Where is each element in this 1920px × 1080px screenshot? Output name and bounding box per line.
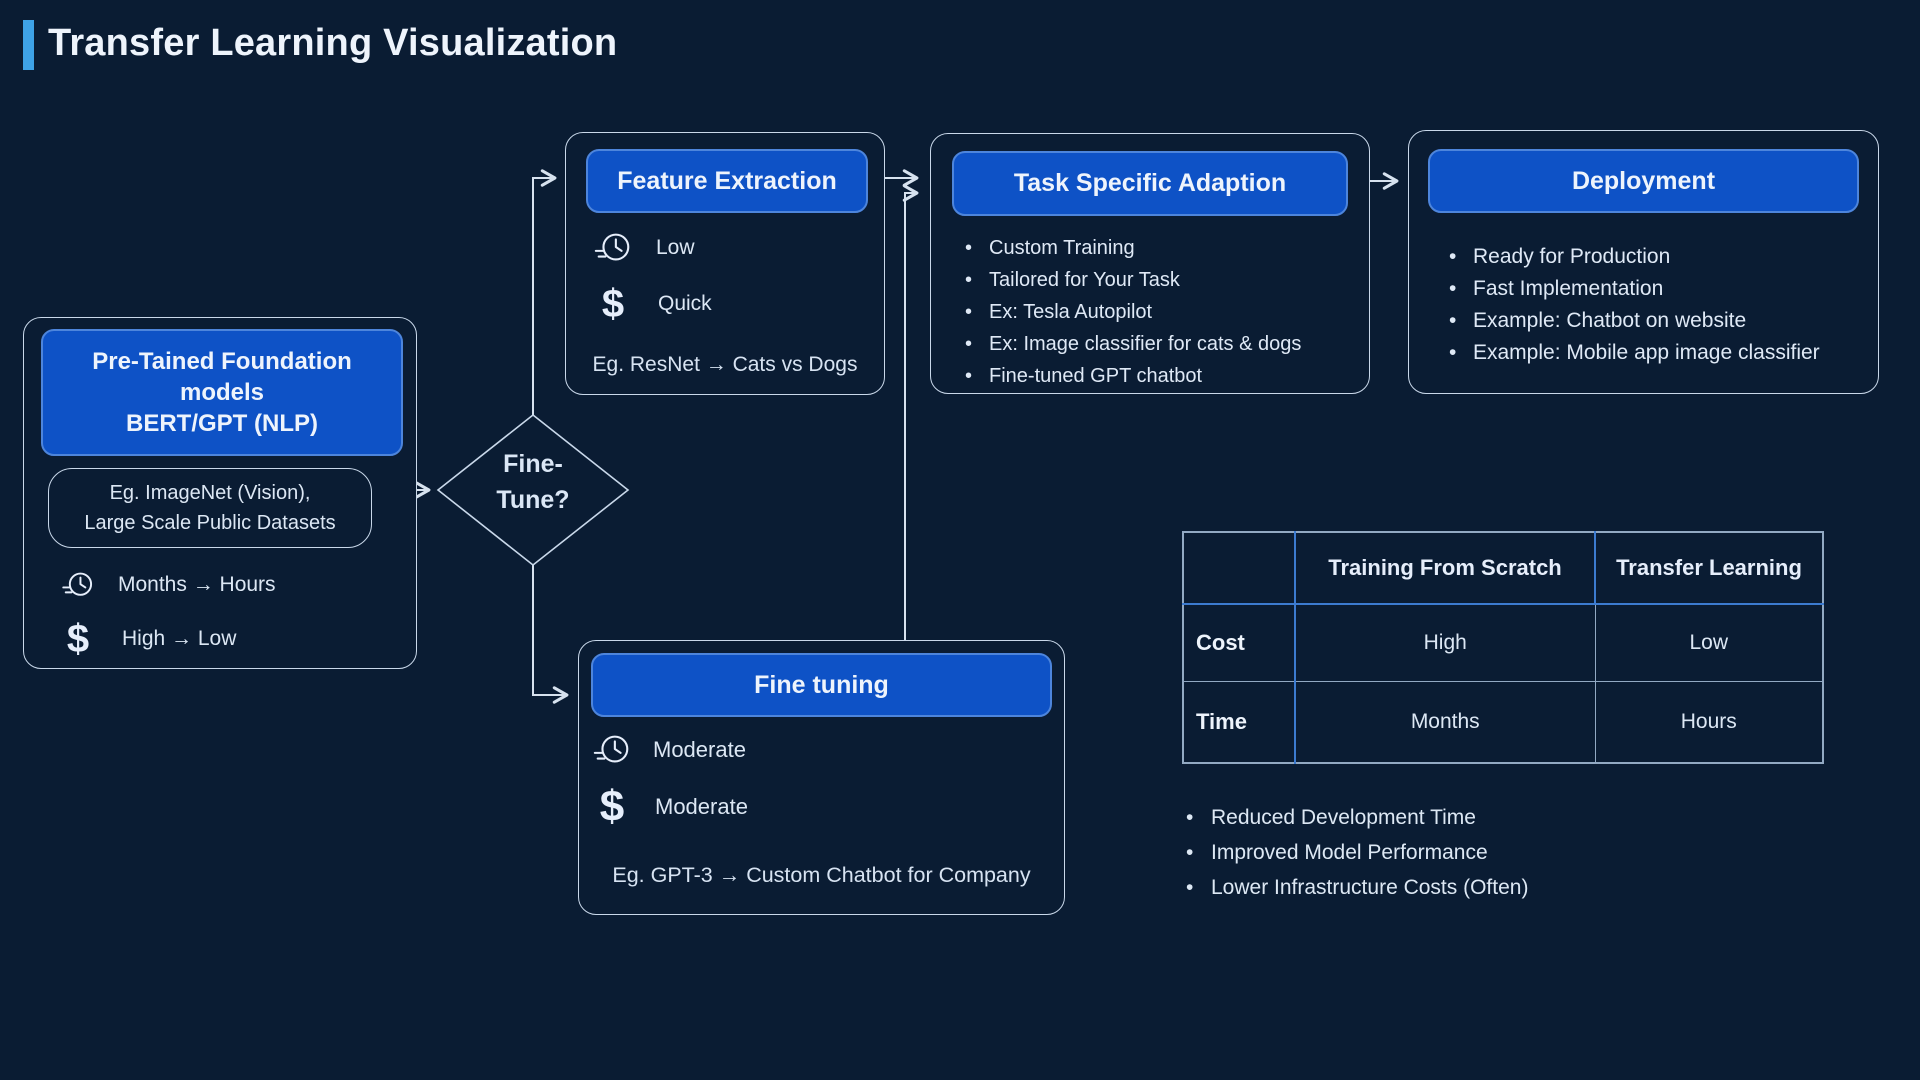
dollar-icon: $ xyxy=(601,282,625,326)
list-item: Tailored for Your Task xyxy=(963,264,1301,296)
fine-tuning-time-row: Moderate xyxy=(591,727,746,773)
list-item: Ready for Production xyxy=(1447,241,1820,273)
clock-fast-icon xyxy=(60,568,96,602)
table-cell: Hours xyxy=(1594,680,1824,764)
table-header-empty xyxy=(1182,531,1296,605)
clock-fast-icon xyxy=(591,730,633,770)
fine-tuning-time-label: Moderate xyxy=(653,737,746,762)
feature-extraction-time-label: Low xyxy=(656,236,695,259)
list-item: Ex: Tesla Autopilot xyxy=(963,296,1301,328)
feature-extraction-example: Eg. ResNet → Cats vs Dogs xyxy=(592,353,858,376)
fine-tuning-title: Fine tuning xyxy=(754,670,889,699)
pretrained-example-line1: Eg. ImageNet (Vision), xyxy=(109,482,311,504)
pretrained-example-line2: Large Scale Public Datasets xyxy=(84,512,336,534)
list-item: Example: Chatbot on website xyxy=(1447,305,1820,337)
feature-extraction-cost-label: Quick xyxy=(658,292,712,315)
deployment-bullet-list: Ready for Production Fast Implementation… xyxy=(1447,241,1820,369)
pretrained-header-line2: models xyxy=(179,378,265,406)
page-title: Transfer Learning Visualization xyxy=(48,22,618,64)
feature-extraction-time-row: Low xyxy=(592,225,695,271)
list-item: Reduced Development Time xyxy=(1183,800,1528,835)
feature-extraction-header: Feature Extraction xyxy=(586,149,868,213)
pretrained-time-row: Months → Hours xyxy=(60,564,276,606)
table-header-transfer-learning: Transfer Learning xyxy=(1594,531,1824,605)
table-cell-cost-label: Cost xyxy=(1182,603,1296,682)
deployment-title: Deployment xyxy=(1571,166,1716,195)
fine-tuning-cost-label: Moderate xyxy=(655,794,748,819)
pretrained-cost-label: High → Low xyxy=(122,627,237,650)
list-item: Fine-tuned GPT chatbot xyxy=(963,360,1301,392)
decision-label-line2: Tune? xyxy=(496,486,570,514)
pretrained-box: Pre-Tained Foundation models BERT/GPT (N… xyxy=(23,317,417,669)
pretrained-header: Pre-Tained Foundation models BERT/GPT (N… xyxy=(41,329,403,456)
pretrained-example-box: Eg. ImageNet (Vision), Large Scale Publi… xyxy=(48,468,372,548)
deployment-box: Deployment Ready for Production Fast Imp… xyxy=(1408,130,1879,394)
decision-diamond-shape xyxy=(436,413,630,567)
table-cell: Low xyxy=(1594,603,1824,682)
table-cell: Months xyxy=(1294,680,1596,764)
feature-extraction-title: Feature Extraction xyxy=(617,166,837,195)
pretrained-cost-row: $ High → Low xyxy=(60,616,237,662)
decision-diamond: Fine- Tune? xyxy=(438,446,628,518)
fine-tuning-header: Fine tuning xyxy=(591,653,1052,717)
table-cell-time-label: Time xyxy=(1182,680,1296,764)
fine-tuning-cost-row: $ Moderate xyxy=(595,781,748,833)
list-item: Improved Model Performance xyxy=(1183,835,1528,870)
pretrained-header-line1: Pre-Tained Foundation xyxy=(92,347,352,375)
dollar-icon: $ xyxy=(599,782,625,831)
comparison-table: Training From Scratch Transfer Learning … xyxy=(1182,531,1824,764)
table-row: Training From Scratch Transfer Learning xyxy=(1182,531,1824,605)
task-adaption-bullet-list: Custom Training Tailored for Your Task E… xyxy=(963,232,1301,392)
table-row: Cost High Low xyxy=(1182,603,1824,682)
feature-extraction-cost-row: $ Quick xyxy=(596,279,712,329)
decision-label-line1: Fine- xyxy=(503,450,563,478)
arrow-fine-tuning-to-task xyxy=(902,184,919,640)
feature-extraction-box: Feature Extraction Low $ Quick Eg. ResNe… xyxy=(565,132,885,395)
list-item: Custom Training xyxy=(963,232,1301,264)
arrow-decision-to-feature-extraction xyxy=(532,169,557,415)
task-adaption-box: Task Specific Adaption Custom Training T… xyxy=(930,133,1370,394)
benefits-list: Reduced Development Time Improved Model … xyxy=(1183,800,1528,905)
deployment-header: Deployment xyxy=(1428,149,1859,213)
fine-tuning-box: Fine tuning Moderate $ Moderate Eg. GPT-… xyxy=(578,640,1065,915)
dollar-icon: $ xyxy=(66,617,90,661)
arrow-decision-to-fine-tuning xyxy=(532,565,569,704)
task-adaption-title: Task Specific Adaption xyxy=(1013,169,1287,197)
list-item: Example: Mobile app image classifier xyxy=(1447,337,1820,369)
pretrained-header-line3: BERT/GPT (NLP) xyxy=(126,410,318,438)
fine-tuning-example: Eg. GPT-3 → Custom Chatbot for Company xyxy=(612,863,1031,887)
table-row: Time Months Hours xyxy=(1182,680,1824,764)
list-item: Fast Implementation xyxy=(1447,273,1820,305)
title-accent-bar xyxy=(23,20,34,70)
clock-fast-icon xyxy=(592,228,634,268)
list-item: Lower Infrastructure Costs (Often) xyxy=(1183,870,1528,905)
list-item: Ex: Image classifier for cats & dogs xyxy=(963,328,1301,360)
table-cell: High xyxy=(1294,603,1596,682)
task-adaption-header: Task Specific Adaption xyxy=(952,151,1348,216)
pretrained-time-label: Months → Hours xyxy=(118,573,276,596)
table-header-training-from-scratch: Training From Scratch xyxy=(1294,531,1596,605)
